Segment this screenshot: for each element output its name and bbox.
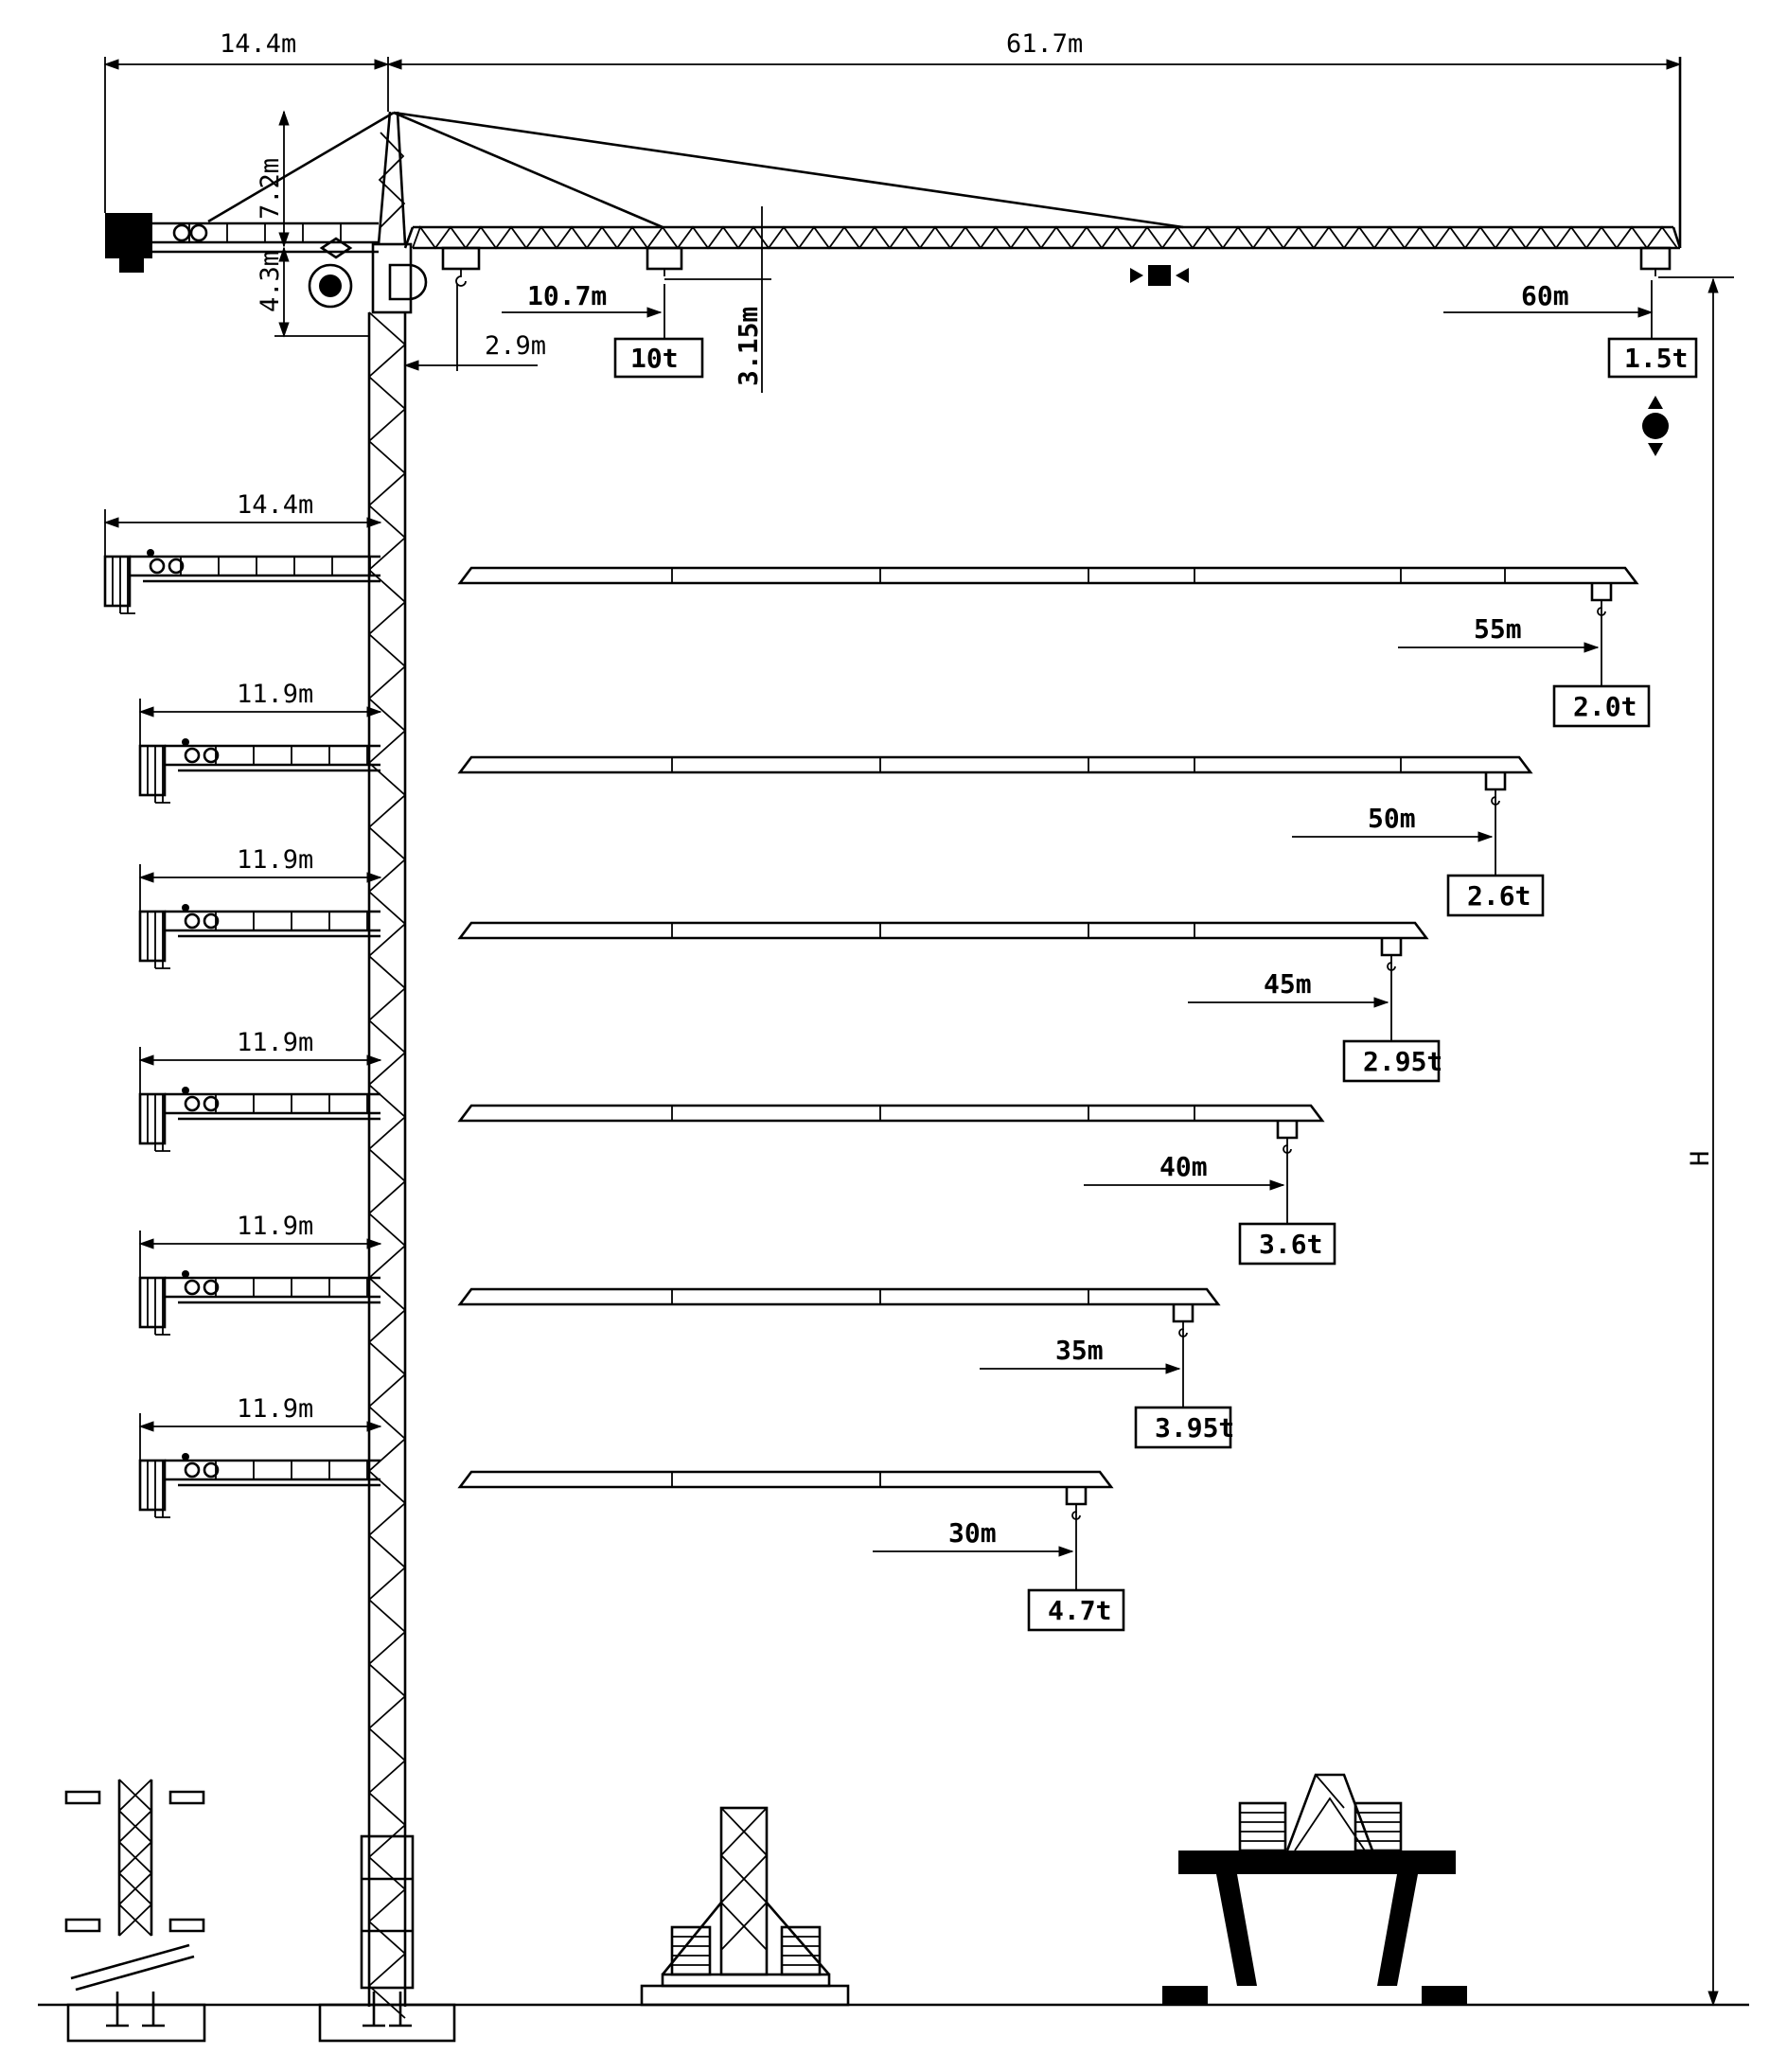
- tower-foundation: [318, 1992, 456, 2043]
- counter-jib: [138, 1453, 380, 1518]
- mast-section-detail: [64, 1779, 205, 1937]
- hook: [1065, 1487, 1088, 1590]
- radius-label: 45m: [1264, 968, 1312, 1000]
- min-radius-load: 10t: [630, 343, 679, 374]
- radius-label: 40m: [1159, 1151, 1208, 1182]
- jib-config-4: 11.9m 40m 3.6t: [138, 1028, 1336, 1266]
- counter-jib-top: [105, 111, 395, 273]
- jib: [457, 755, 1533, 774]
- counter-jib-length: 11.9m: [237, 1028, 313, 1057]
- load-label: 3.95t: [1155, 1412, 1234, 1443]
- jib: [457, 566, 1639, 585]
- counter-jib-length: 14.4m: [220, 29, 296, 59]
- load-box: 3.6t: [1238, 1222, 1336, 1266]
- load-box-min-radius: 10t: [613, 337, 704, 379]
- radius-label: 50m: [1368, 803, 1416, 834]
- jib: [457, 1470, 1114, 1489]
- trolley-travel-icon: [1130, 265, 1189, 286]
- jib-config-2: 11.9m 50m 2.6t: [138, 680, 1545, 917]
- load-box: 4.7t: [1027, 1588, 1125, 1632]
- gantry-base: [1162, 1773, 1467, 2005]
- top-dimensions: [103, 57, 1734, 2007]
- tower-mast: [360, 311, 415, 2019]
- hoist-updown-icon: [1642, 396, 1669, 456]
- jib: [457, 921, 1429, 940]
- top-dimension-labels: 14.4m 61.7m 7.2m 4.3m 2.9m 10.7m 3.15m 6…: [220, 29, 1715, 1166]
- hook: [1172, 1304, 1194, 1408]
- foundation-detail: [66, 1943, 206, 2043]
- jib-config-3: 11.9m 45m 2.95t: [138, 845, 1442, 1083]
- radius-label: 30m: [948, 1517, 997, 1549]
- counter-jib: [138, 738, 380, 804]
- counter-jib-length: 14.4m: [237, 490, 313, 520]
- counter-jib-length: 11.9m: [237, 680, 313, 709]
- hook: [1276, 1121, 1299, 1224]
- jib: [457, 1287, 1221, 1306]
- radius-label: 55m: [1474, 613, 1522, 645]
- turntable-height: 4.3m: [256, 251, 285, 312]
- counter-jib-length: 11.9m: [237, 845, 313, 875]
- main-jib: [393, 57, 1682, 287]
- counter-jib: [138, 1270, 380, 1336]
- radius-label: 35m: [1055, 1335, 1104, 1366]
- load-label: 2.95t: [1363, 1046, 1442, 1077]
- mast-assembly-stand: [640, 1806, 850, 2007]
- tower-head: [371, 111, 428, 314]
- jib-config-1: 14.4m 55m 2.0t: [103, 490, 1651, 728]
- load-label: 3.6t: [1259, 1229, 1322, 1260]
- counter-jib: [103, 549, 380, 614]
- counter-jib-length: 11.9m: [237, 1394, 313, 1424]
- jib-configurations: 14.4m55m2.0t11.9m50m2.6t11.9m45m2.95t11.…: [103, 490, 1651, 1632]
- counter-jib: [138, 1087, 380, 1152]
- apex-height: 7.2m: [256, 158, 285, 220]
- hook: [1484, 772, 1507, 876]
- jib-length: 61.7m: [1006, 29, 1083, 59]
- load-box: 2.6t: [1446, 874, 1545, 917]
- load-label: 2.0t: [1573, 691, 1637, 722]
- hook: [1590, 583, 1613, 686]
- min-radius: 10.7m: [527, 280, 607, 311]
- load-box: 2.95t: [1342, 1039, 1442, 1083]
- max-radius-load: 1.5t: [1624, 343, 1688, 374]
- jib: [457, 1104, 1325, 1123]
- load-label: 2.6t: [1467, 880, 1530, 912]
- max-radius: 60m: [1521, 280, 1569, 311]
- counter-jib: [138, 904, 380, 969]
- load-label: 4.7t: [1048, 1595, 1111, 1626]
- height-symbol: H: [1686, 1151, 1715, 1166]
- load-box: 3.95t: [1134, 1406, 1234, 1449]
- jib-config-5: 11.9m 35m 3.95t: [138, 1212, 1234, 1449]
- hook: [1380, 938, 1403, 1041]
- load-box: 2.0t: [1552, 684, 1651, 728]
- load-box-max-radius: 1.5t: [1607, 337, 1698, 379]
- counter-jib-length: 11.9m: [237, 1212, 313, 1241]
- jib-config-6: 11.9m 30m 4.7t: [138, 1394, 1125, 1632]
- hook-drop: 3.15m: [733, 307, 764, 386]
- slewing-icon: [308, 263, 353, 309]
- tower-offset: 2.9m: [485, 331, 546, 361]
